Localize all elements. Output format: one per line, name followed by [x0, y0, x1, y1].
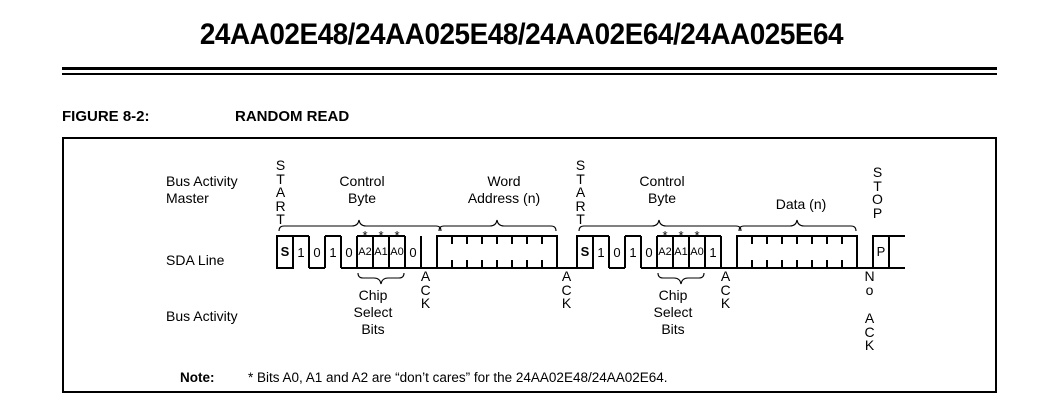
section-label-control-byte-2: Control Byte [639, 173, 685, 206]
ack-marker-3-label: A C K [720, 268, 731, 311]
no-ack-label: A C K [864, 310, 875, 353]
ack-marker-1-label: A C K [420, 268, 431, 311]
sda-symbol-stop: P [876, 244, 886, 259]
row-label-bus-activity: Bus Activity [166, 308, 238, 324]
start-marker-2-label: S T A R T [575, 157, 586, 227]
chip-select-label-2: Chip Select Bits [653, 287, 693, 337]
control-byte-1-bit-a1: A1 [374, 246, 388, 258]
start-marker-1-label: S T A R T [275, 157, 286, 227]
note-label: Note: [180, 370, 215, 385]
chip-select-label-1: Chip Select Bits [353, 287, 393, 337]
control-byte-2-bit-1: 0 [613, 245, 621, 260]
section-label-word-address: Word Address (n) [467, 173, 541, 206]
dontcare-star-a1-1: * [378, 228, 384, 243]
control-byte-2-bit-3: 0 [645, 245, 653, 260]
control-byte-1-bit-rw: 0 [409, 245, 417, 260]
section-label-control-byte-1: Control Byte [339, 173, 385, 206]
header-rule-bottom [62, 73, 997, 75]
note-text: * Bits A0, A1 and A2 are “don’t cares” f… [248, 370, 668, 385]
control-byte-2-bit-2: 1 [629, 245, 637, 260]
control-byte-1-bit-1: 0 [313, 245, 321, 260]
figure-title: RANDOM READ [235, 108, 350, 125]
dontcare-star-a2-2: * [662, 228, 668, 243]
sda-symbol-start-1: S [280, 244, 290, 259]
page-header-title: 24AA02E48/24AA025E48/24AA02E64/24AA025E6… [199, 18, 844, 51]
control-byte-2-bit-a1: A1 [674, 246, 688, 258]
dontcare-star-a0-1: * [394, 228, 400, 243]
control-byte-2-bit-a2: A2 [658, 246, 672, 258]
section-label-data: Data (n) [775, 196, 827, 212]
control-byte-2-bit-a0: A0 [690, 246, 704, 258]
row-label-sda-line: SDA Line [166, 252, 225, 268]
row-label-bus-activity-master: Bus Activity Master [166, 173, 238, 206]
control-byte-1-bit-a2: A2 [358, 246, 372, 258]
figure-frame [62, 137, 997, 393]
control-byte-1-bit-2: 1 [329, 245, 337, 260]
header-rule-top [62, 67, 997, 70]
dontcare-star-a1-2: * [678, 228, 684, 243]
control-byte-1-bit-a0: A0 [390, 246, 404, 258]
dontcare-star-a0-2: * [694, 228, 700, 243]
control-byte-1-bit-0: 1 [297, 245, 305, 260]
figure-number: FIGURE 8-2: [62, 108, 150, 125]
control-byte-2-bit-0: 1 [597, 245, 605, 260]
no-ack-no-label: N o [864, 268, 875, 298]
stop-marker-label: S T O P [872, 164, 883, 221]
control-byte-2-bit-rw: 1 [709, 245, 717, 260]
ack-marker-2-label: A C K [561, 268, 572, 311]
control-byte-1-bit-3: 0 [345, 245, 353, 260]
dontcare-star-a2-1: * [362, 228, 368, 243]
sda-symbol-start-2: S [580, 244, 590, 259]
